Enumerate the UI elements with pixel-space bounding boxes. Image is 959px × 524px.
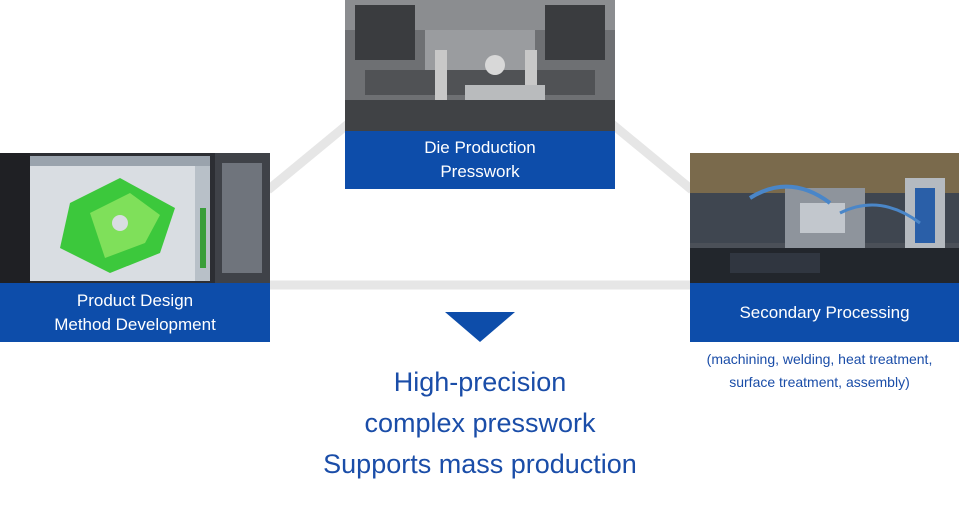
- connector-right: [609, 120, 695, 194]
- result-line3: Supports mass production: [323, 449, 637, 479]
- result-line2: complex presswork: [364, 408, 596, 438]
- secondary-processing-photo: [690, 153, 959, 284]
- product-design-label: Product Design Method Development: [0, 283, 270, 342]
- product-design-line2: Method Development: [54, 314, 216, 334]
- secondary-processing-label: Secondary Processing: [690, 283, 959, 342]
- die-production-label: Die Production Presswork: [345, 131, 615, 189]
- down-triangle-icon: [445, 312, 515, 342]
- product-design-line1: Product Design: [76, 290, 194, 310]
- result-text: High-precision complex presswork Support…: [280, 362, 680, 485]
- die-production-photo: [345, 0, 615, 132]
- secondary-processing-title: Secondary Processing: [739, 302, 910, 322]
- die-production-line2: Presswork: [440, 162, 520, 181]
- connector-left: [265, 120, 351, 194]
- product-design-photo: [0, 153, 270, 284]
- die-production-line1: Die Production: [424, 138, 536, 157]
- secondary-processing-note-line2: surface treatment, assembly): [729, 374, 910, 390]
- secondary-processing-note: (machining, welding, heat treatment, sur…: [680, 348, 959, 394]
- result-line1: High-precision: [393, 367, 567, 397]
- secondary-processing-note-line1: (machining, welding, heat treatment,: [706, 351, 933, 367]
